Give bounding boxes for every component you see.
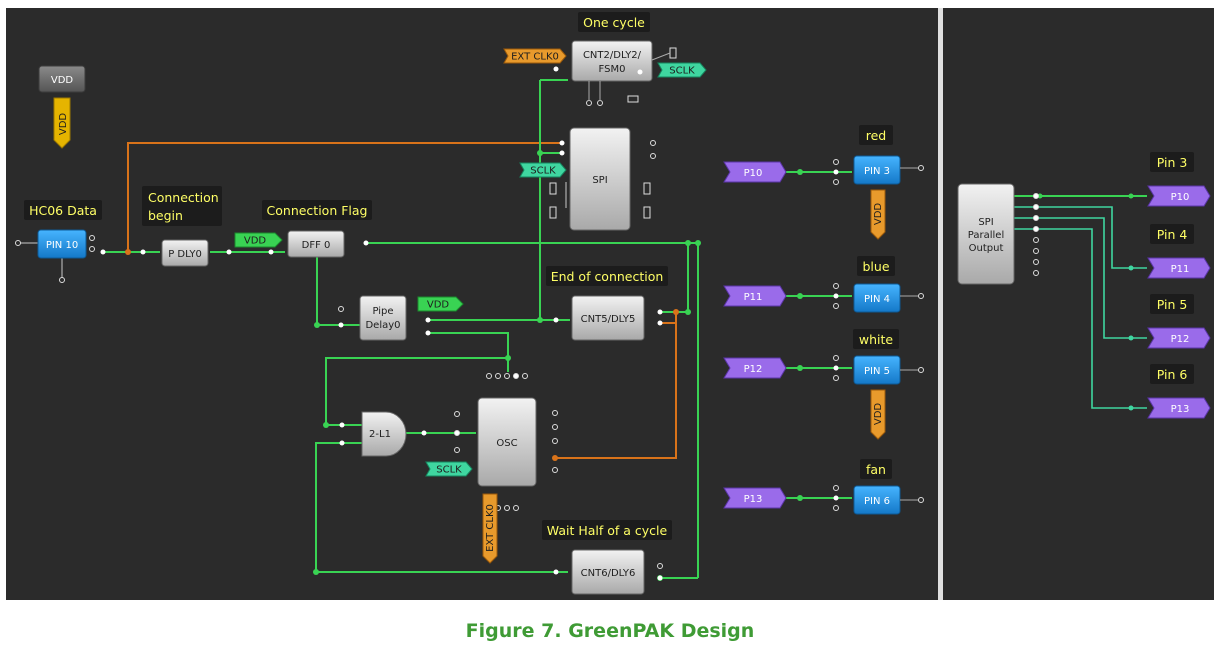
label-blue: blue [862, 259, 889, 274]
cnt6-dly6-block[interactable]: CNT6/DLY6 [553, 549, 663, 595]
pin3-block[interactable]: PIN 3 [833, 155, 924, 185]
vdd-pin5-label: VDD [873, 403, 884, 426]
sclk-tag-top: SCLK [657, 62, 707, 78]
spi-block[interactable]: SPI [549, 127, 656, 231]
label-fan: fan [866, 462, 886, 477]
label-end-of-connection: End of connection [551, 269, 664, 284]
dff0-label: DFF 0 [302, 240, 331, 251]
input-port-p10[interactable]: P10 [723, 161, 787, 183]
cnt2-dly2-fsm0-block[interactable]: CNT2/DLY2/ FSM0 [553, 40, 677, 106]
greenpak-design-canvas: One cycle HC06 Data Connection begin Con… [6, 8, 1214, 600]
sclk-osc-label: SCLK [436, 465, 462, 476]
p12-out-label: P12 [1171, 334, 1190, 345]
p11-out-label: P11 [1171, 264, 1190, 275]
vdd-pin3-label: VDD [873, 203, 884, 226]
cnt2-line2: FSM0 [599, 64, 626, 75]
p10-out-label: P10 [1171, 192, 1190, 203]
output-port-p13[interactable]: P13 [1147, 397, 1211, 419]
vdd-rail-top: VDD [53, 97, 71, 149]
pipe-delay0-line2: Delay0 [365, 320, 400, 331]
label-connection-begin-line1: Connection [148, 190, 219, 205]
osc-block[interactable]: OSC [454, 373, 558, 511]
pin5-block[interactable]: PIN 5 [833, 355, 924, 385]
dff0-block[interactable]: DFF 0 [268, 230, 369, 258]
output-port-p10[interactable]: P10 [1147, 185, 1211, 207]
label-connection-begin-line2: begin [148, 208, 183, 223]
figure-caption: Figure 7. GreenPAK Design [465, 620, 755, 642]
pipe-delay0-block[interactable]: Pipe Delay0 [338, 295, 431, 341]
spi-parallel-output-block[interactable]: SPI Parallel Output [957, 183, 1039, 285]
diagram-labels: One cycle HC06 Data Connection begin Con… [24, 12, 1194, 540]
sclk-tag-spi: SCLK [519, 162, 567, 178]
wire-junctions [125, 150, 1134, 581]
label-pin4-title: Pin 4 [1157, 227, 1188, 242]
pin3-label: PIN 3 [864, 166, 890, 177]
ext-clk0-top-label: EXT CLK0 [511, 52, 559, 63]
label-pin5-title: Pin 5 [1157, 297, 1188, 312]
sclk-spi-label: SCLK [530, 166, 556, 177]
cnt5-dly5-block[interactable]: CNT5/DLY5 [553, 295, 663, 341]
p12-in-label: P12 [744, 364, 763, 375]
panel-divider [938, 8, 943, 600]
input-port-p12[interactable]: P12 [723, 357, 787, 379]
vdd-block-top[interactable]: VDD [38, 65, 86, 93]
vdd-tag-dff: VDD [234, 232, 283, 248]
vdd-tag-pipe: VDD [417, 296, 464, 312]
vdd-top-label: VDD [51, 75, 74, 86]
ext-clk0-tag-top: EXT CLK0 [503, 48, 567, 64]
input-port-p13[interactable]: P13 [723, 487, 787, 509]
label-red: red [866, 128, 887, 143]
p11-in-label: P11 [744, 292, 763, 303]
vdd-rail-top-label: VDD [58, 113, 69, 136]
cnt6-label: CNT6/DLY6 [581, 568, 636, 579]
pin4-label: PIN 4 [864, 294, 890, 305]
label-pin6-title: Pin 6 [1157, 367, 1188, 382]
label-hc06-data: HC06 Data [29, 203, 97, 218]
spo-line1: SPI [978, 217, 993, 228]
vdd-pipe-label: VDD [427, 300, 450, 311]
ext-clk0-osc-label: EXT CLK0 [485, 504, 496, 552]
p13-out-label: P13 [1171, 404, 1190, 415]
pin6-label: PIN 6 [864, 496, 890, 507]
pin5-label: PIN 5 [864, 366, 890, 377]
cnt2-line1: CNT2/DLY2/ [583, 50, 642, 61]
left-panel [6, 8, 938, 600]
spo-line2: Parallel [968, 230, 1004, 241]
pin6-block[interactable]: PIN 6 [833, 485, 924, 515]
label-connection-flag: Connection Flag [267, 203, 368, 218]
and-gate-label: 2-L1 [369, 429, 391, 440]
pipe-delay0-line1: Pipe [372, 306, 393, 317]
spo-line3: Output [969, 243, 1004, 254]
label-pin3-title: Pin 3 [1157, 155, 1188, 170]
input-port-p11[interactable]: P11 [723, 285, 787, 307]
vdd-rail-pin3: VDD [870, 189, 886, 240]
p10-in-label: P10 [744, 168, 763, 179]
and-gate-2l1[interactable]: 2-L1 [339, 411, 427, 457]
vdd-rail-pin5: VDD [870, 389, 886, 440]
gray-wires [20, 182, 567, 278]
pin4-block[interactable]: PIN 4 [833, 283, 924, 313]
output-port-p11[interactable]: P11 [1147, 257, 1211, 279]
vdd-dff-label: VDD [244, 236, 267, 247]
sclk-tag-osc: SCLK [425, 461, 473, 477]
label-white: white [859, 332, 894, 347]
label-one-cycle: One cycle [583, 15, 645, 30]
pdly0-label: P DLY0 [168, 249, 202, 260]
ext-clk0-tag-osc: EXT CLK0 [482, 493, 498, 564]
osc-label: OSC [496, 438, 517, 449]
pin10-label: PIN 10 [46, 240, 78, 251]
p13-in-label: P13 [744, 494, 763, 505]
pdly0-block[interactable]: P DLY0 [140, 239, 232, 267]
label-wait-half-cycle: Wait Half of a cycle [547, 523, 668, 538]
pin10-block[interactable]: PIN 10 [15, 229, 106, 283]
output-port-p12[interactable]: P12 [1147, 327, 1211, 349]
cnt5-label: CNT5/DLY5 [581, 314, 636, 325]
spi-label: SPI [592, 175, 607, 186]
sclk-top-label: SCLK [669, 66, 695, 77]
